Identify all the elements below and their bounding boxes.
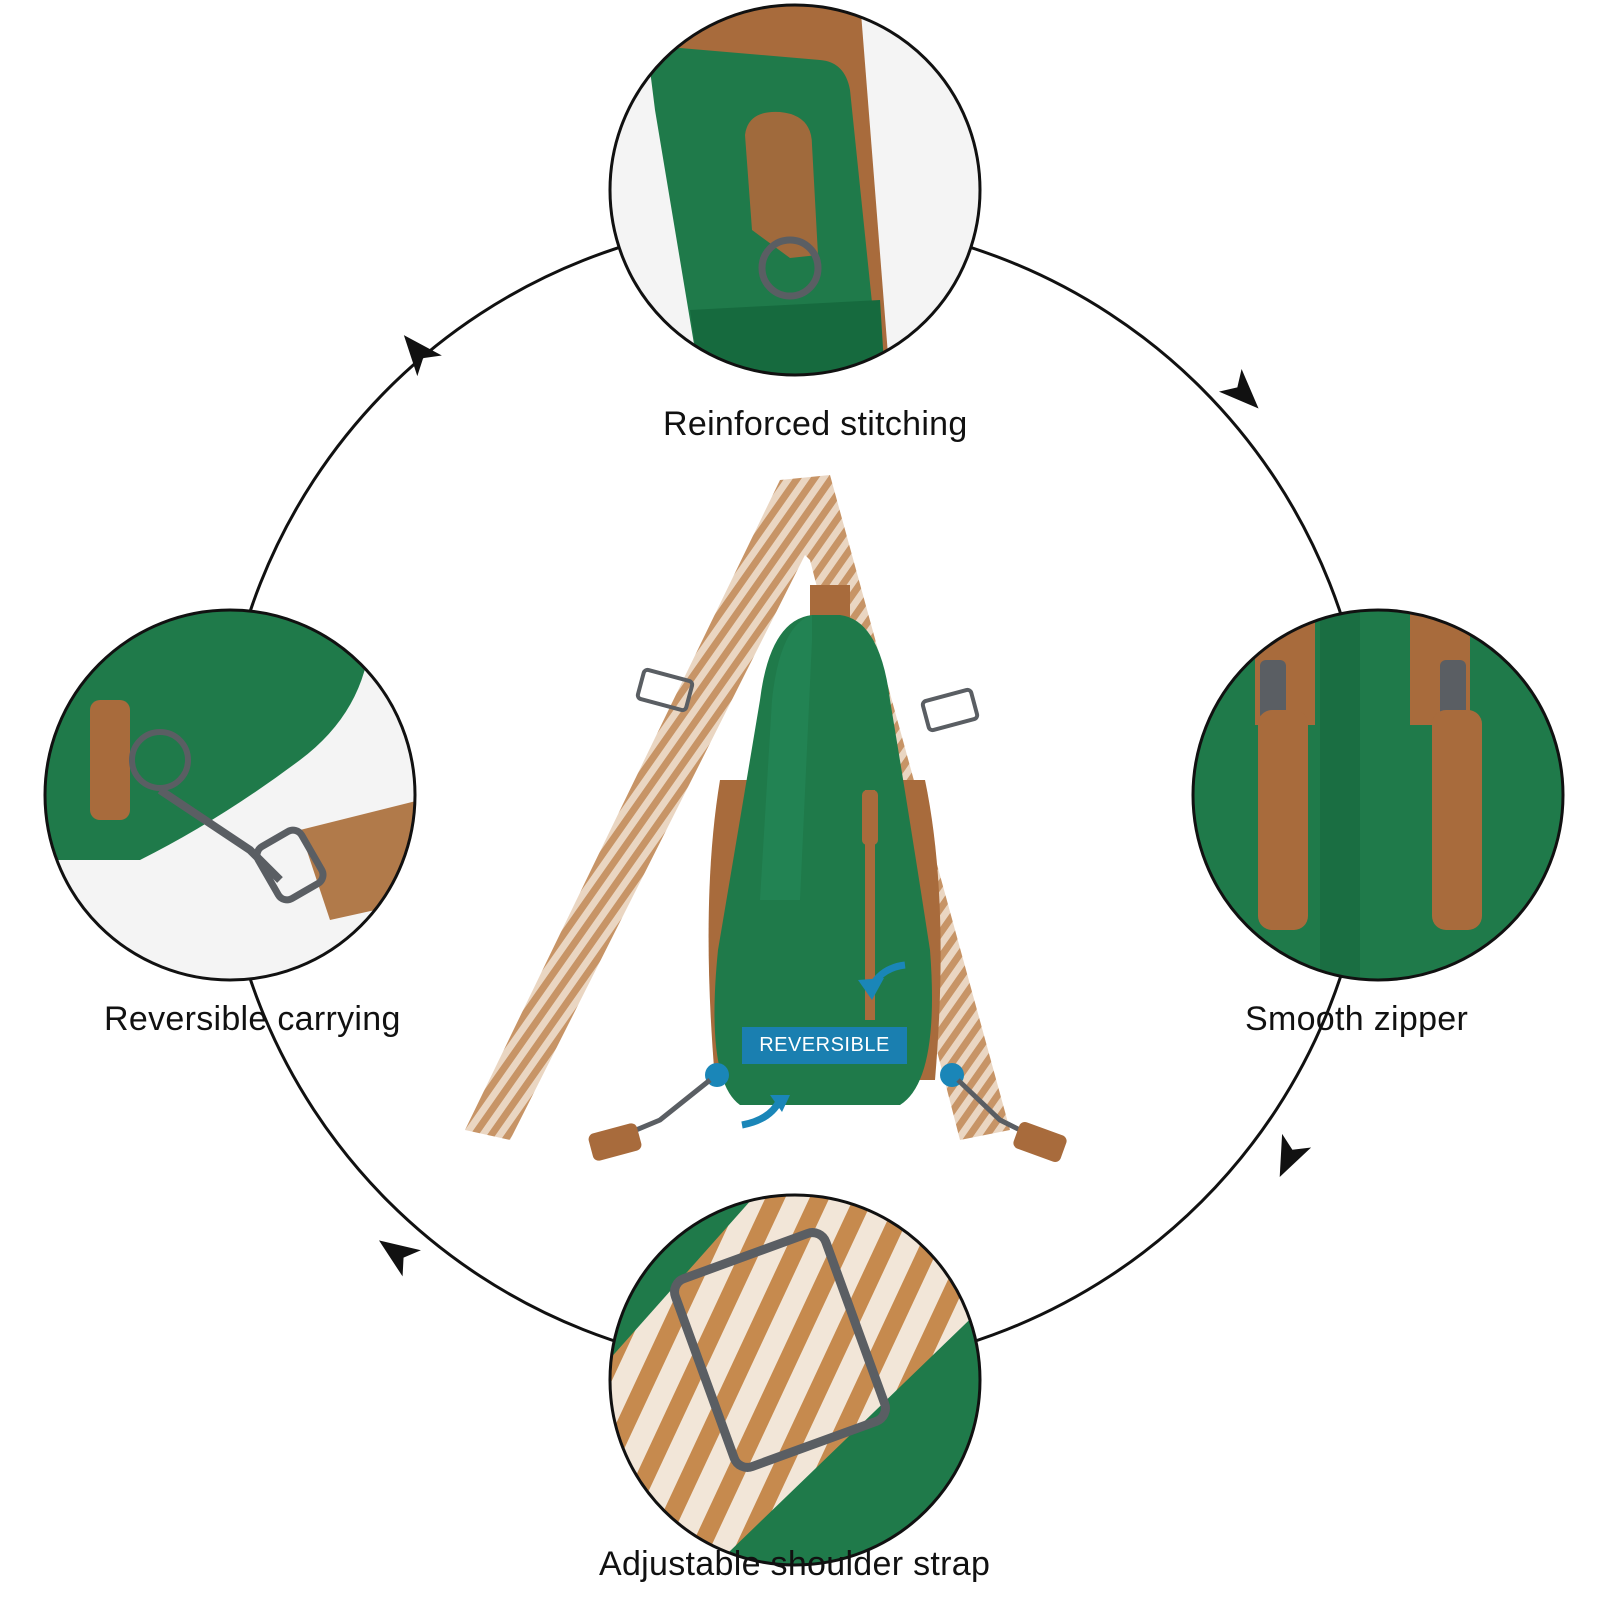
arrow-top-left-icon xyxy=(403,335,442,377)
detail-circle-strap xyxy=(608,1193,982,1567)
arrow-top-right-icon xyxy=(1218,368,1259,409)
detail-circle-clasp xyxy=(43,608,417,982)
arrow-bottom-left-icon xyxy=(378,1240,421,1277)
caption-reinforced-stitching: Reinforced stitching xyxy=(663,405,968,443)
detail-circle-zipper xyxy=(1191,608,1565,982)
reversible-badge: REVERSIBLE xyxy=(742,1027,907,1064)
sling-bag-product xyxy=(465,475,1067,1163)
caption-smooth-zipper: Smooth zipper xyxy=(1245,1000,1469,1038)
caption-adjustable-strap: Adjustable shoulder strap xyxy=(599,1545,991,1583)
detail-circle-stitching xyxy=(608,3,982,377)
caption-reversible-carrying: Reversible carrying xyxy=(104,1000,401,1038)
arrow-right-icon xyxy=(1279,1133,1312,1177)
